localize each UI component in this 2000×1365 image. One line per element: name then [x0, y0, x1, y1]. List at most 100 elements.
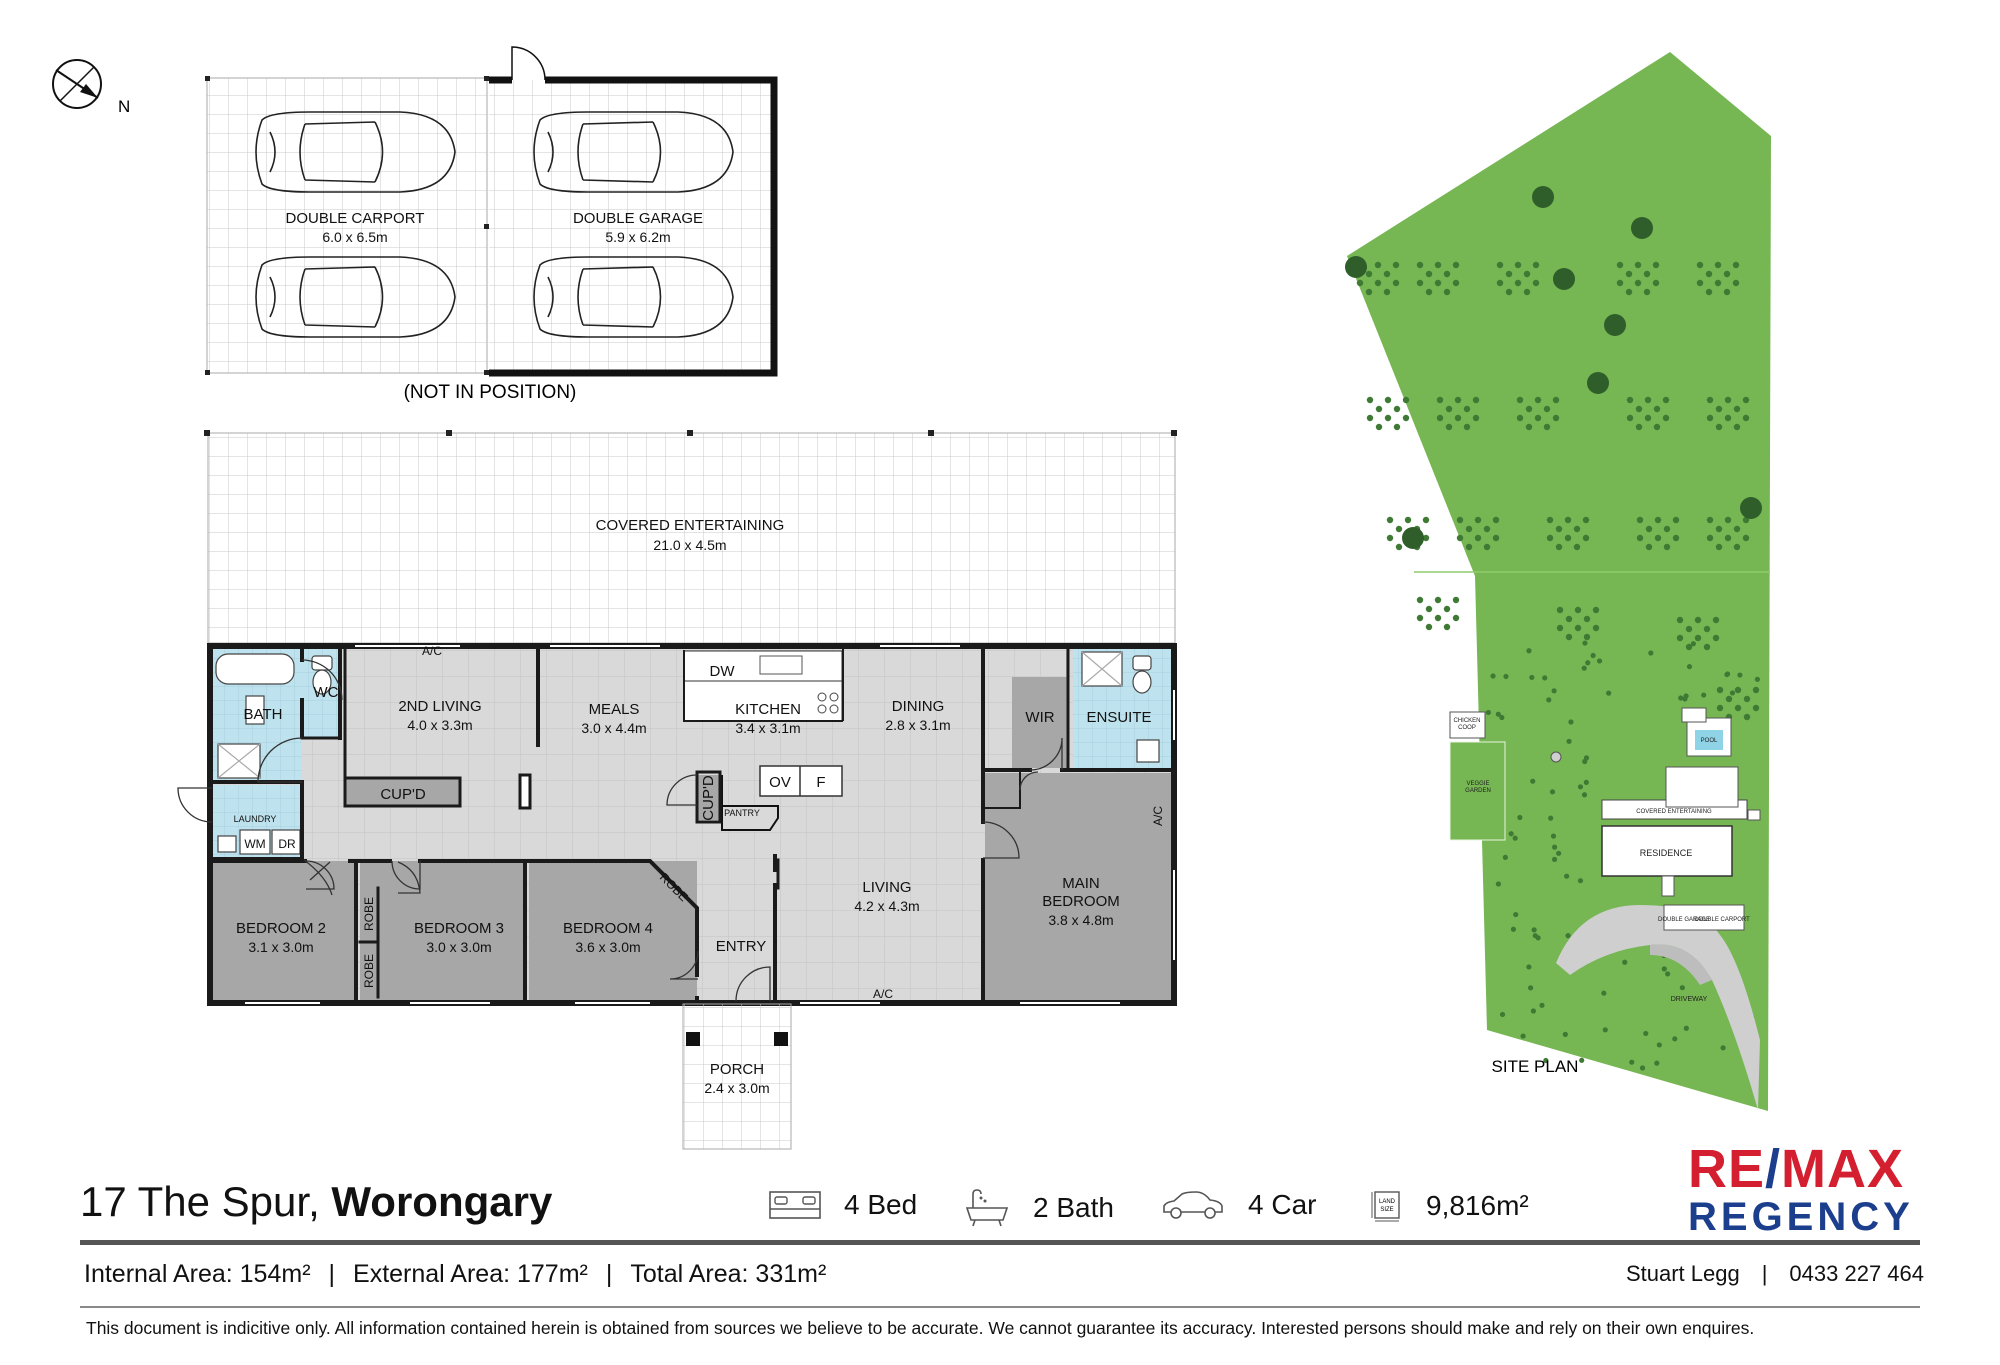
tree-icon	[1720, 1045, 1726, 1051]
tree-icon	[1626, 414, 1634, 422]
tree-icon	[1582, 516, 1590, 524]
tree-icon	[1529, 674, 1535, 681]
large-tree-icon	[1553, 268, 1575, 290]
tree-icon	[1694, 634, 1702, 642]
door-swing	[397, 861, 421, 894]
bedroom4-label: BEDROOM 4	[563, 920, 653, 937]
tree-icon	[1512, 835, 1518, 841]
compass-label: N	[118, 97, 130, 116]
door-swings	[177, 659, 1063, 1002]
tree-icon	[1706, 534, 1714, 542]
car-icon	[533, 111, 734, 193]
tree-icon	[1564, 516, 1572, 524]
garage-label: DOUBLE GARAGE	[573, 210, 703, 227]
tree-icon	[1565, 933, 1571, 939]
tree-icon	[1723, 270, 1731, 278]
tree-icon	[1577, 878, 1584, 884]
tree-icon	[1672, 516, 1680, 524]
site-garage	[1663, 904, 1745, 931]
tree-icon	[1551, 844, 1558, 850]
tree-icon	[1443, 605, 1451, 613]
tree-icon	[1474, 534, 1482, 542]
tree-icon	[1694, 616, 1702, 624]
tree-icon	[1643, 1030, 1649, 1037]
tree-icon	[1583, 615, 1591, 623]
laundry-tub-icon	[217, 835, 237, 853]
tree-icon	[1645, 525, 1653, 533]
bathtub-icon	[215, 653, 295, 685]
wc-door	[301, 659, 343, 701]
entry-label: ENTRY	[716, 938, 767, 955]
tree-icon	[1542, 675, 1548, 681]
carport-label: DOUBLE CARPORT	[286, 210, 425, 227]
bath-icon	[965, 1189, 1009, 1227]
tree-icon	[1532, 279, 1540, 287]
tree-icon	[1715, 543, 1723, 551]
tree-icon	[1434, 614, 1442, 622]
cars-text: 4 Car	[1248, 1189, 1317, 1220]
tree-icon	[1662, 414, 1670, 422]
tree-icon	[1454, 414, 1462, 422]
ac-top-label: A/C	[422, 644, 442, 658]
tree-icon	[1701, 692, 1707, 698]
tree-icon	[1583, 633, 1591, 641]
robe-lower-label: ROBE	[362, 954, 376, 988]
tree-icon	[1592, 606, 1600, 614]
land-feature: LAND SIZE 9,816m²	[1370, 1188, 1529, 1224]
tree-icon	[1434, 279, 1442, 287]
car-icon	[1163, 1191, 1223, 1219]
tree-icon	[1732, 261, 1740, 269]
garage-dims: 5.9 x 6.2m	[605, 229, 670, 245]
tree-icon	[1463, 423, 1471, 431]
tree-icon	[1395, 543, 1403, 551]
cupd-label: CUP'D	[380, 786, 426, 803]
tree-icon	[1690, 641, 1696, 647]
tree-icon	[1568, 719, 1574, 725]
tree-icon	[1383, 270, 1391, 278]
tree-icon	[1443, 288, 1451, 296]
tree-icon	[1685, 625, 1693, 633]
tree-icon	[1733, 423, 1741, 431]
logo-line2: REGENCY	[1688, 1195, 1914, 1239]
tree-icon	[1552, 396, 1560, 404]
tree-icon	[1530, 1008, 1537, 1014]
tree-icon	[1402, 414, 1410, 422]
cooktop-icon	[817, 692, 839, 714]
tree-icon	[1499, 1011, 1506, 1018]
tree-icon	[1443, 270, 1451, 278]
tree-icon	[1639, 1065, 1646, 1071]
tree-icon	[1445, 405, 1453, 413]
tree-icon	[1733, 405, 1741, 413]
tree-icon	[1742, 534, 1750, 542]
tree-icon	[1436, 414, 1444, 422]
tree-icon	[1386, 516, 1394, 524]
logo-slash: /	[1765, 1139, 1782, 1199]
tree-icon	[1635, 405, 1643, 413]
tree-icon	[1676, 616, 1684, 624]
tree-icon	[1672, 1036, 1678, 1042]
tree-icon	[1425, 288, 1433, 296]
tree-icon	[1517, 814, 1523, 821]
tree-icon	[1375, 405, 1383, 413]
tree-icon	[1645, 543, 1653, 551]
tree-icon	[1490, 673, 1496, 679]
tree-icon	[1606, 690, 1612, 696]
tree-icon	[1546, 534, 1554, 542]
tree-icon	[1374, 261, 1382, 269]
agent-contact: Stuart Legg|0433 227 464	[1625, 1261, 1924, 1286]
tree-icon	[1685, 643, 1693, 651]
tree-icon	[1546, 697, 1552, 703]
bathroom-fixtures	[215, 651, 1160, 855]
tree-icon	[1581, 665, 1587, 671]
tree-icon	[1508, 831, 1514, 837]
tree-icon	[1434, 596, 1442, 604]
tree-icon	[1583, 779, 1589, 786]
tree-icon	[1724, 534, 1732, 542]
porch	[682, 1003, 792, 1150]
agent-phone[interactable]: 0433 227 464	[1789, 1261, 1924, 1286]
large-tree-icon	[1587, 372, 1609, 394]
tree-icon	[1555, 543, 1563, 551]
main-bedroom-label-1: MAIN	[1062, 875, 1100, 892]
tree-icon	[1742, 414, 1750, 422]
tree-icon	[1549, 789, 1556, 795]
